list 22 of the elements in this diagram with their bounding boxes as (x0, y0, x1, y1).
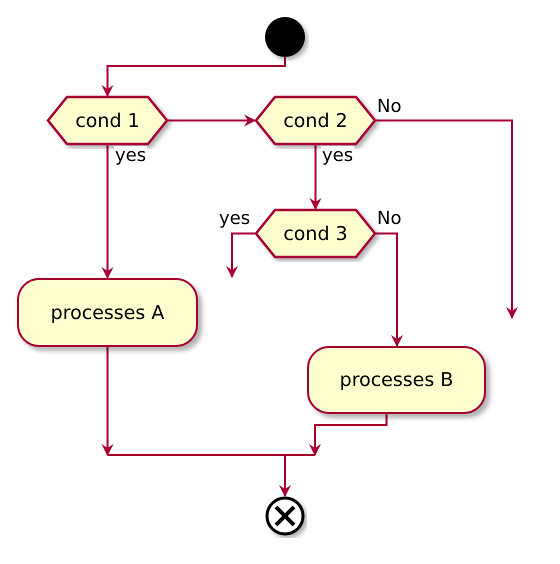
arrow (376, 120, 518, 319)
arrow (102, 347, 114, 456)
decision-hexagon (47, 96, 168, 145)
decision-hexagon (255, 209, 376, 258)
activity-box (307, 346, 486, 414)
arrow (102, 57, 286, 97)
node-label: cond 2 (283, 110, 348, 132)
start-node (265, 17, 305, 57)
arrow (168, 114, 256, 126)
node-label: cond 3 (283, 222, 348, 244)
node-label: cond 1 (75, 110, 140, 132)
arrow (309, 414, 388, 456)
arrow (310, 145, 322, 210)
arrow (102, 145, 114, 279)
activity-box (17, 278, 198, 347)
arrow (376, 232, 403, 347)
node-label: processes A (50, 302, 164, 324)
decision-hexagon (255, 96, 376, 145)
end-node (265, 496, 305, 536)
node-label: processes B (340, 369, 454, 391)
merge-arrow (106, 454, 316, 497)
arrow (226, 232, 255, 278)
